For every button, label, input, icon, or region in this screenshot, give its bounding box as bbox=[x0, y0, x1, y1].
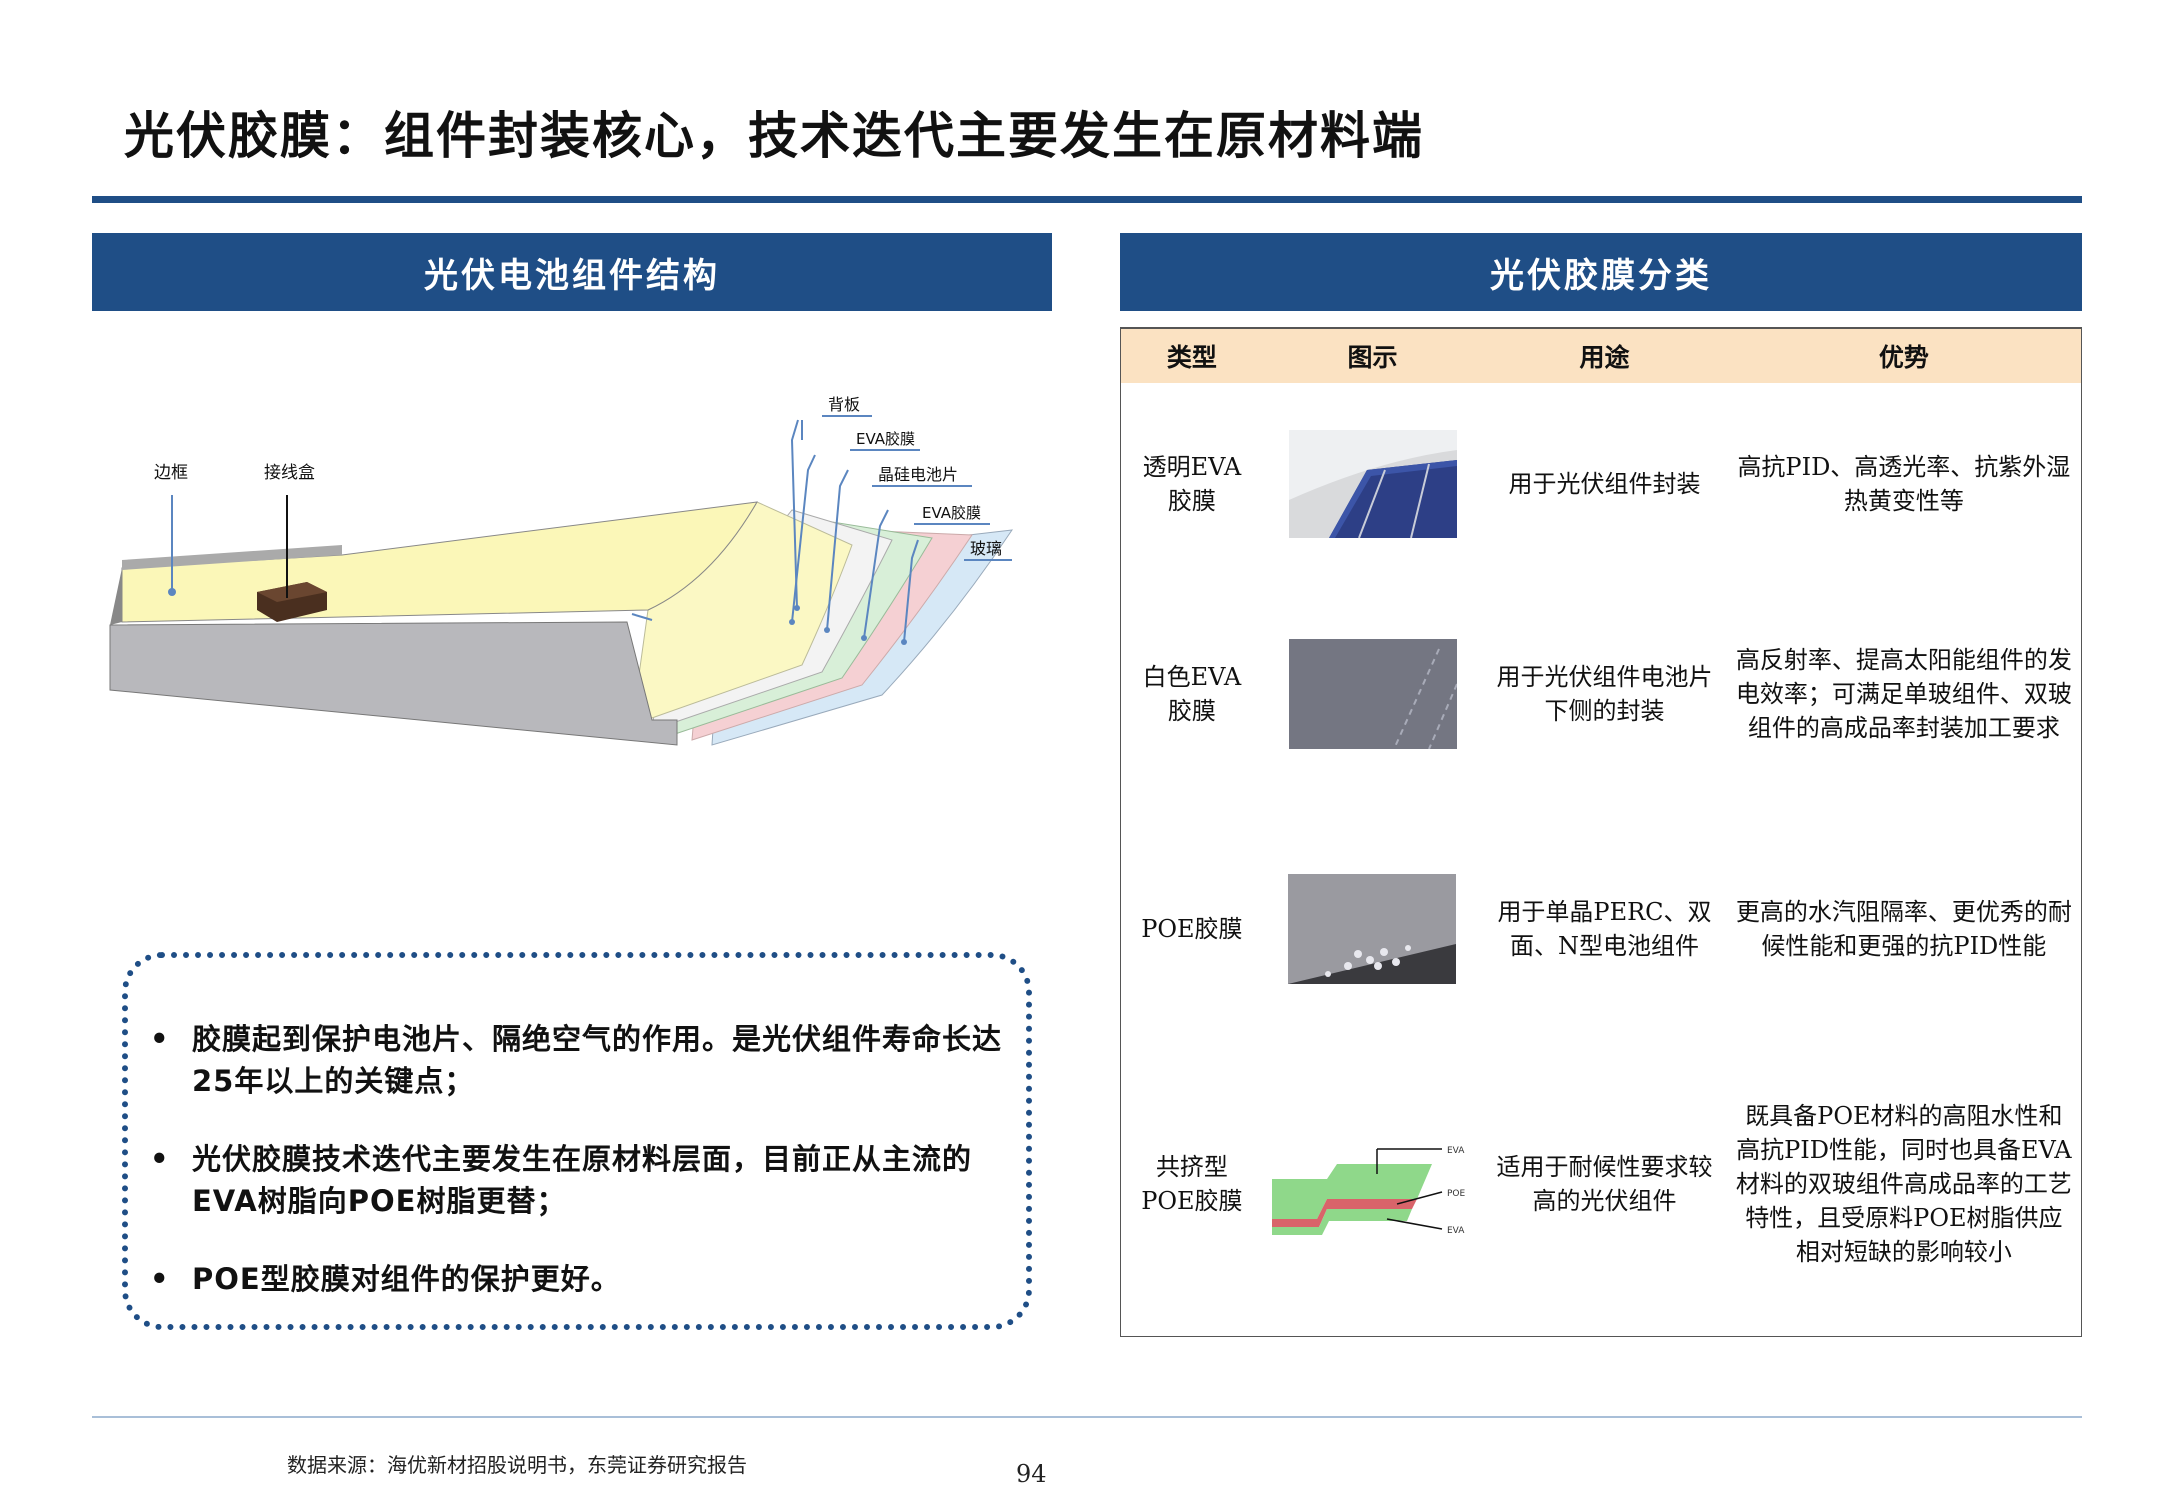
coextruded-poe-diagram: EVA POE EVA bbox=[1263, 1129, 1483, 1239]
table-row: 透明EVA胶膜 用于光伏组件封装 高抗PID、高透光率、抗紫外湿热黄变性等 bbox=[1121, 419, 2081, 549]
coex-label-poe: POE bbox=[1447, 1189, 1466, 1199]
table-row: POE胶膜 用于单晶PERC、双面、N型电池组件 更高的水汽阻隔率、更优秀的耐候… bbox=[1121, 864, 2081, 994]
module-structure-diagram: 边框 接线盒 背板 EVA胶膜 晶硅电池片 EVA胶膜 玻璃 bbox=[92, 360, 1072, 800]
row-usage: 适用于耐候性要求较高的光伏组件 bbox=[1496, 1153, 1713, 1215]
label-glass: 玻璃 bbox=[970, 539, 1002, 558]
bullet-point: •光伏胶膜技术迭代主要发生在原材料层面，目前正从主流的EVA树脂向POE树脂更替… bbox=[150, 1142, 973, 1218]
row-advantage: 既具备POE材料的高阻水性和高抗PID性能，同时也具备EVA材料的双玻组件高成品… bbox=[1735, 1102, 2072, 1266]
row-advantage: 高反射率、提高太阳能组件的发电效率；可满足单玻组件、双玻组件的高成品率封装加工要… bbox=[1735, 646, 2072, 742]
page-title: 光伏胶膜：组件封装核心，技术迭代主要发生在原材料端 bbox=[124, 107, 1424, 165]
poe-film-photo bbox=[1263, 874, 1483, 984]
col-image: 图示 bbox=[1347, 343, 1398, 372]
row-type: 白色EVA胶膜 bbox=[1142, 663, 1242, 725]
label-junction-box: 接线盒 bbox=[264, 463, 315, 483]
bullet-point: •胶膜起到保护电池片、隔绝空气的作用。是光伏组件寿命长达25年以上的关键点； bbox=[150, 1022, 1003, 1098]
coex-label-eva-top: EVA bbox=[1447, 1146, 1465, 1156]
label-backsheet: 背板 bbox=[828, 395, 860, 414]
row-usage: 用于单晶PERC、双面、N型电池组件 bbox=[1497, 898, 1712, 960]
data-source: 数据来源：海优新材招股说明书，东莞证券研究报告 bbox=[287, 1453, 747, 1477]
label-cell: 晶硅电池片 bbox=[878, 465, 958, 484]
key-points-box: •胶膜起到保护电池片、隔绝空气的作用。是光伏组件寿命长达25年以上的关键点； •… bbox=[122, 952, 1032, 1330]
right-panel-heading: 光伏胶膜分类 bbox=[1120, 233, 2082, 311]
table-row: 共挤型POE胶膜 EVA POE EVA 适用于耐候性要求较高的光伏组件 既具备… bbox=[1121, 1084, 2081, 1284]
title-divider bbox=[92, 196, 2082, 203]
label-eva-top: EVA胶膜 bbox=[856, 430, 915, 448]
row-type: 透明EVA胶膜 bbox=[1142, 453, 1242, 515]
row-advantage: 高抗PID、高透光率、抗紫外湿热黄变性等 bbox=[1737, 453, 2071, 515]
left-panel-heading: 光伏电池组件结构 bbox=[92, 233, 1052, 311]
row-usage: 用于光伏组件封装 bbox=[1508, 470, 1701, 498]
footer-divider bbox=[92, 1416, 2082, 1418]
transparent-eva-photo bbox=[1263, 430, 1483, 538]
label-eva-bottom: EVA胶膜 bbox=[922, 504, 981, 522]
col-advantage: 优势 bbox=[1878, 343, 1929, 372]
row-usage: 用于光伏组件电池片下侧的封装 bbox=[1496, 663, 1713, 725]
page-number: 94 bbox=[1016, 1460, 1047, 1488]
col-usage: 用途 bbox=[1579, 343, 1630, 372]
row-type: POE胶膜 bbox=[1141, 915, 1243, 943]
bullet-point: •POE型胶膜对组件的保护更好。 bbox=[150, 1262, 621, 1296]
label-frame: 边框 bbox=[154, 463, 188, 483]
white-eva-photo bbox=[1263, 639, 1483, 749]
table-header: 类型 图示 用途 优势 bbox=[1121, 329, 2081, 383]
film-classification-table: 类型 图示 用途 优势 透明EVA胶膜 用于光伏组件封装 高抗PID、高透光率、… bbox=[1120, 327, 2082, 1337]
row-type: 共挤型POE胶膜 bbox=[1141, 1153, 1243, 1215]
table-row: 白色EVA胶膜 用于光伏组件电池片下侧的封装 高反射率、提高太阳能组件的发电效率… bbox=[1121, 619, 2081, 769]
col-type: 类型 bbox=[1166, 343, 1217, 372]
coex-label-eva-bottom: EVA bbox=[1447, 1226, 1465, 1236]
row-advantage: 更高的水汽阻隔率、更优秀的耐候性能和更强的抗PID性能 bbox=[1735, 898, 2072, 960]
